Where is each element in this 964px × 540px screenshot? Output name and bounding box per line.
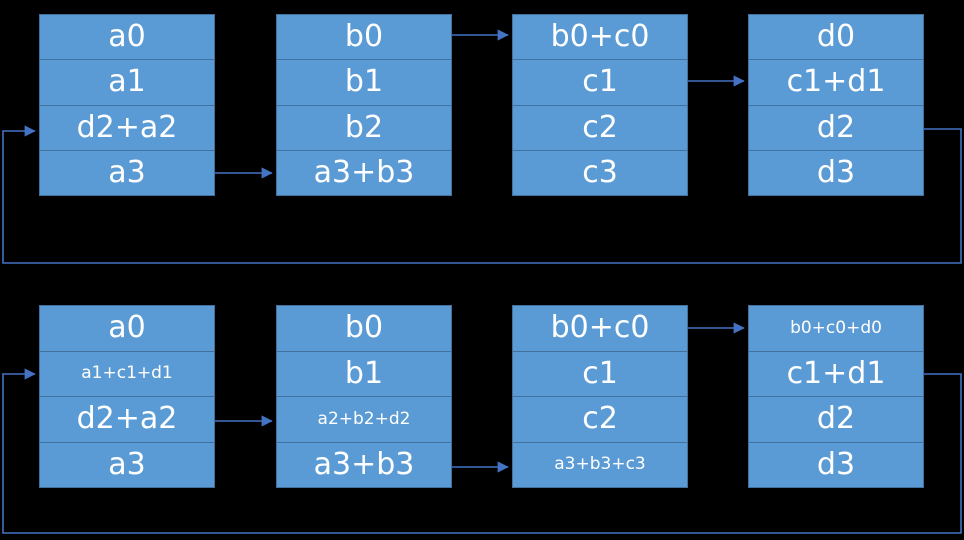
cell-value: d2+a2 — [40, 105, 214, 151]
cell-value: c1 — [513, 60, 687, 106]
cell-value: d3 — [749, 442, 923, 487]
cell-value: d2+a2 — [40, 397, 214, 443]
cell-value: d0 — [749, 15, 923, 61]
cell-value: c1+d1 — [749, 351, 923, 397]
cell-value: c1+d1 — [749, 60, 923, 106]
cell-value: d3 — [749, 150, 923, 195]
cell-value: b0+c0 — [513, 306, 687, 352]
cell-value: a3+b3 — [277, 150, 451, 195]
cell-value: b1 — [277, 60, 451, 106]
cell-value: a0 — [40, 15, 214, 61]
cell-value: b0 — [277, 306, 451, 352]
cell-value: b1 — [277, 351, 451, 397]
cell-value: d2 — [749, 105, 923, 151]
cell-value: d2 — [749, 397, 923, 443]
cell-value: a0 — [40, 306, 214, 352]
cell-value: a3+b3+c3 — [513, 442, 687, 487]
cell-value: b0+c0 — [513, 15, 687, 61]
cell-value: a2+b2+d2 — [277, 397, 451, 443]
cell-value: b0 — [277, 15, 451, 61]
cell-value: a1+c1+d1 — [40, 351, 214, 397]
cell-value: c2 — [513, 105, 687, 151]
cell-value: c2 — [513, 397, 687, 443]
cell-value: c1 — [513, 351, 687, 397]
cell-value: a1 — [40, 60, 214, 106]
cell-value: b2 — [277, 105, 451, 151]
cell-value: a3 — [40, 150, 214, 195]
cell-value: c3 — [513, 150, 687, 195]
cell-value: a3 — [40, 442, 214, 487]
cell-value: a3+b3 — [277, 442, 451, 487]
cell-value: b0+c0+d0 — [749, 306, 923, 352]
